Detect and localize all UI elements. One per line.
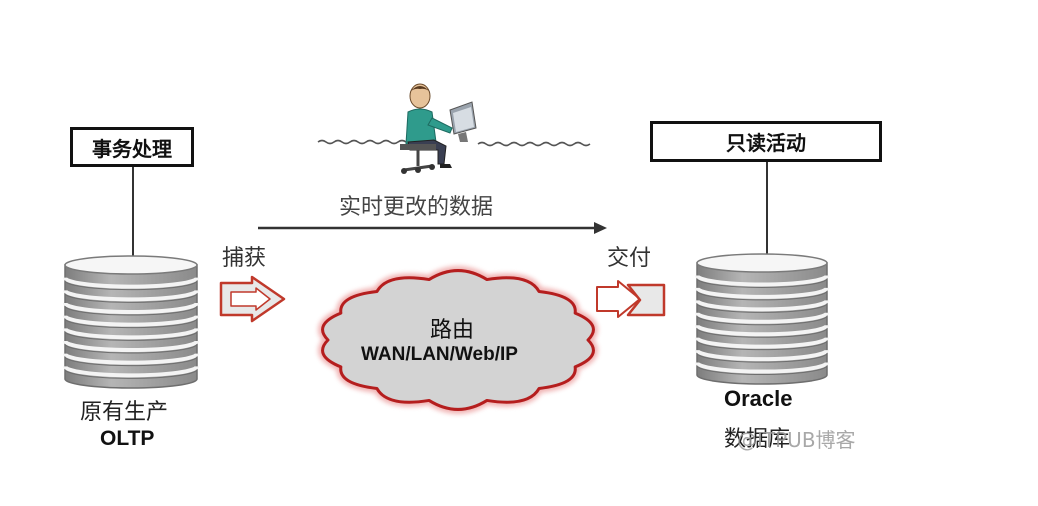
oltp-label: OLTP (100, 427, 155, 450)
oracle-label: Oracle (724, 386, 793, 411)
network-cloud-icon (318, 266, 598, 414)
right-database-icon (695, 253, 829, 385)
capture-arrow-icon (219, 275, 286, 323)
transaction-processing-box: 事务处理 (70, 127, 194, 167)
readonly-activity-box: 只读活动 (650, 121, 882, 162)
left-database-icon (63, 255, 199, 389)
right-wave-line (477, 141, 591, 147)
operator-workstation-icon (400, 83, 477, 174)
deliver-label: 交付 (607, 246, 652, 271)
database-label: 数据库 (724, 427, 791, 452)
legacy-production-label: 原有生产 (80, 400, 169, 425)
watermark-text: @ITPUB博客 (737, 428, 856, 452)
deliver-arrow-icon (596, 280, 666, 318)
capture-label: 捕获 (222, 246, 267, 271)
realtime-data-label: 实时更改的数据 (339, 195, 494, 220)
cloud-network-label: WAN/LAN/Web/IP (361, 344, 518, 365)
realtime-flow-arrow (258, 222, 607, 234)
cloud-route-label: 路由 (430, 318, 475, 343)
left-wave-line (317, 139, 407, 145)
